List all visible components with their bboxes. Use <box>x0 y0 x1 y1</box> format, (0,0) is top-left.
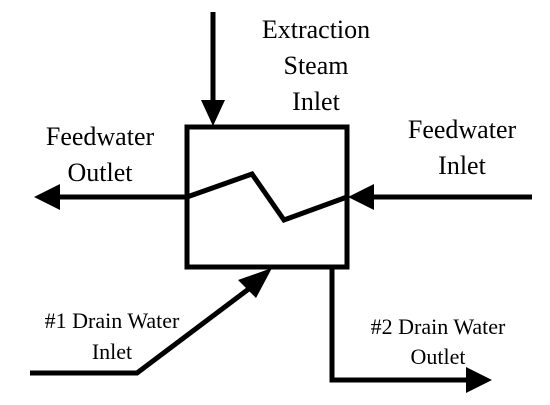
feedwater-outlet-arrowhead <box>34 184 60 210</box>
drain-water-inlet-line <box>30 286 252 376</box>
label-drain-outlet-2: Outlet <box>411 344 466 369</box>
label-drain-inlet-2: Inlet <box>92 339 132 364</box>
label-drain-inlet-1: #1 Drain Water <box>45 308 180 333</box>
label-feedwater-outlet-1: Feedwater <box>46 122 155 151</box>
label-extraction: Extraction <box>262 15 370 44</box>
drain-water-outlet-line <box>329 267 468 383</box>
label-feedwater-inlet-2: Inlet <box>438 151 486 180</box>
drain-water-inlet-arrowhead <box>238 268 272 298</box>
extraction-steam-arrowhead <box>201 100 225 126</box>
label-feedwater-inlet-1: Feedwater <box>408 115 517 144</box>
drain-water-outlet-arrowhead <box>466 367 492 393</box>
label-steam: Steam <box>284 51 349 80</box>
label-drain-outlet-1: #2 Drain Water <box>371 314 506 339</box>
heat-exchange-line <box>186 171 348 224</box>
label-feedwater-outlet-2: Outlet <box>68 158 134 187</box>
feedwater-inlet-arrowhead <box>348 184 374 210</box>
label-steam-inlet: Inlet <box>292 87 340 116</box>
